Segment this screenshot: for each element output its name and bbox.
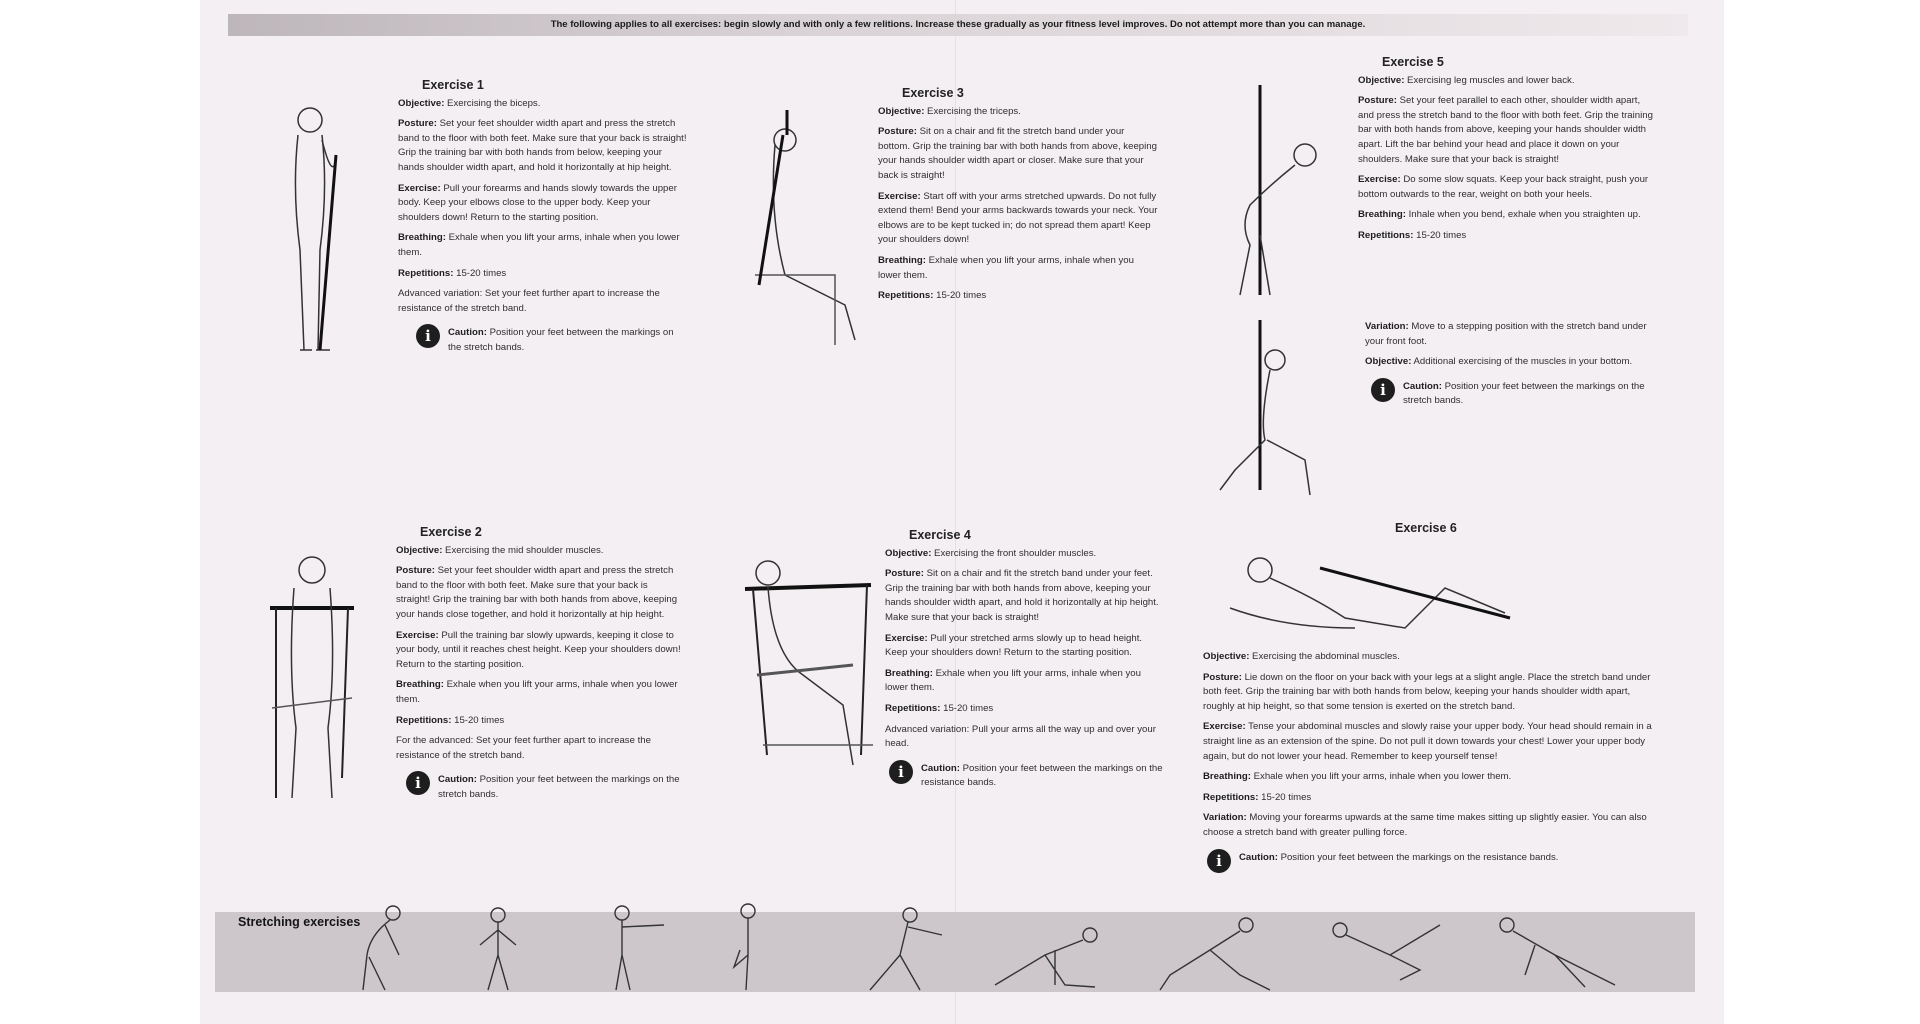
page-fold [955, 0, 956, 1024]
exercise-1: Exercise 1 Objective: Exercising the bic… [398, 78, 688, 356]
exercise-4-title: Exercise 4 [909, 528, 971, 542]
exercise-6-heading: Exercise 6 [1395, 521, 1595, 540]
exercise-6-figure [1225, 548, 1520, 648]
stretching-title: Stretching exercises [238, 915, 361, 929]
exercise-5-variation: Variation: Move to a stepping position w… [1365, 320, 1655, 409]
exercise-2-title: Exercise 2 [420, 525, 482, 539]
stretch-figure-1 [355, 895, 415, 995]
exercise-3: Exercise 3 Objective: Exercising the tri… [878, 86, 1158, 302]
info-icon: i [889, 759, 913, 784]
info-icon: i [406, 771, 430, 796]
exercise-5-caution: i Caution: Position your feet between th… [1371, 377, 1655, 409]
exercise-5: Exercise 5 Objective: Exercising leg mus… [1358, 55, 1653, 241]
exercise-3-figure [735, 105, 870, 345]
exercise-4-caution: i Caution: Position your feet between th… [889, 759, 1165, 791]
stretch-figure-8 [1320, 895, 1455, 995]
exercise-6: Objective: Exercising the abdominal musc… [1203, 650, 1653, 873]
exercise-5-title: Exercise 5 [1382, 55, 1444, 69]
exercise-2: Exercise 2 Objective: Exercising the mid… [396, 525, 681, 803]
exercise-2-caution: i Caution: Position your feet between th… [406, 771, 681, 802]
exercise-6-caution: i Caution: Position your feet between th… [1207, 848, 1653, 873]
info-icon: i [1371, 377, 1395, 402]
stretching-band [215, 912, 1695, 992]
info-icon: i [416, 324, 440, 349]
exercise-6-title: Exercise 6 [1395, 521, 1457, 535]
info-icon: i [1207, 848, 1231, 873]
top-banner: The following applies to all exercises: … [228, 14, 1688, 36]
stretch-figure-2 [470, 895, 525, 995]
exercise-5-figure [1220, 75, 1330, 300]
stretch-figure-5 [860, 895, 950, 995]
exercise-1-title: Exercise 1 [422, 78, 484, 92]
exercise-1-caution: i Caution: Position your feet between th… [416, 324, 688, 355]
stretch-figure-6 [985, 895, 1105, 995]
exercise-4: Exercise 4 Objective: Exercising the fro… [885, 528, 1165, 791]
manual-page [200, 0, 1724, 1024]
stretch-figure-9 [1495, 895, 1625, 995]
exercise-2-figure [262, 548, 362, 808]
exercise-3-title: Exercise 3 [902, 86, 964, 100]
exercise-4-figure [743, 555, 878, 790]
exercise-1-figure [270, 100, 350, 365]
stretch-figure-4 [720, 895, 770, 995]
stretch-figure-3 [600, 895, 670, 995]
exercise-5-variation-figure [1215, 310, 1335, 500]
stretch-figure-7 [1150, 895, 1280, 995]
